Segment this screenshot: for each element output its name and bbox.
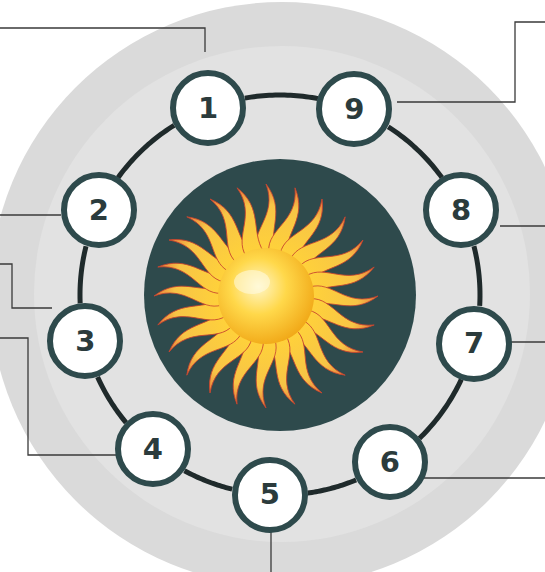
numbered-circle: 9	[316, 71, 392, 147]
numbered-circle: 2	[61, 172, 137, 248]
numbered-circle: 4	[115, 411, 191, 487]
numbered-circle: 1	[170, 70, 246, 146]
callout-number: 4	[115, 411, 191, 487]
numbered-circle: 3	[47, 303, 123, 379]
callout-number: 5	[232, 457, 308, 533]
ring-segment	[474, 246, 480, 306]
callout-number: 9	[316, 71, 392, 147]
sun-disc	[218, 248, 314, 344]
callout-number: 3	[47, 303, 123, 379]
numbered-circle: 6	[352, 424, 428, 500]
sun-ray	[227, 185, 264, 256]
ring-segment	[388, 127, 442, 178]
callout-number: 2	[61, 172, 137, 248]
sun-rays	[154, 184, 378, 408]
leader-lines	[0, 22, 545, 572]
numbered-circle: 7	[436, 306, 512, 382]
ring-segment	[184, 471, 232, 489]
callout-number: 8	[423, 172, 499, 248]
outer-band	[34, 46, 530, 542]
sun-highlight	[234, 270, 270, 294]
ring-segment	[245, 95, 318, 99]
callout-number: 6	[352, 424, 428, 500]
numbered-circle: 8	[423, 172, 499, 248]
ring-segment	[419, 379, 461, 438]
callout-number: 1	[170, 70, 246, 146]
ring-segment	[80, 246, 86, 303]
ring-segment	[118, 125, 174, 177]
ring-segment	[98, 377, 126, 423]
inner-disc	[144, 159, 416, 431]
numbered-circle: 5	[232, 457, 308, 533]
callout-number: 7	[436, 306, 512, 382]
ring-segment	[308, 480, 356, 493]
